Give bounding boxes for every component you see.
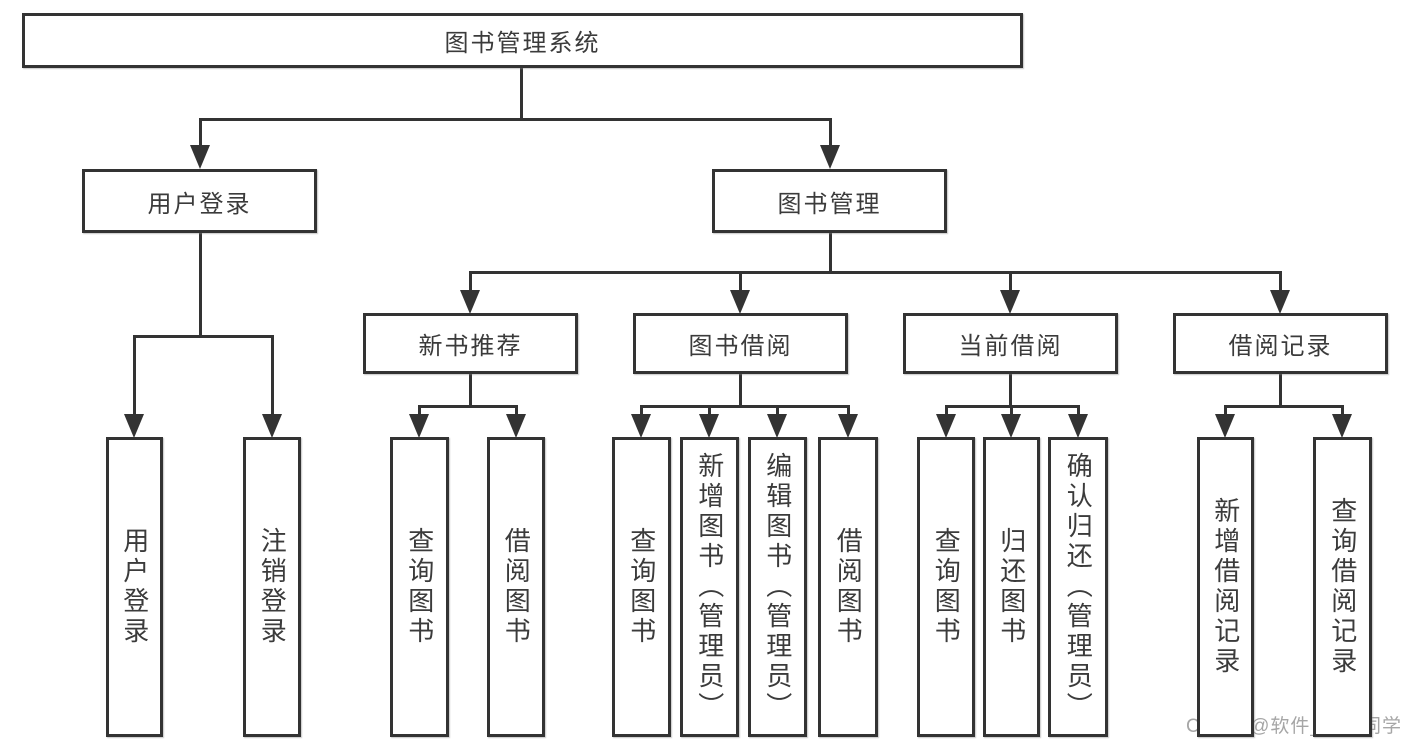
- arrowhead-icon: [1332, 414, 1352, 438]
- connector-line: [417, 405, 421, 415]
- node-borrowing-records: 借阅记录: [1173, 313, 1388, 374]
- connector-line: [1009, 405, 1013, 415]
- connector-line: [1340, 405, 1344, 415]
- connector-line: [1008, 374, 1012, 408]
- node-op-borrow-books-2: 借阅图书: [818, 437, 878, 737]
- connector-line: [944, 405, 948, 415]
- connector-line: [639, 405, 850, 408]
- connector-line: [1223, 405, 1227, 415]
- arrowhead-icon: [506, 414, 526, 438]
- connector-line: [132, 335, 136, 415]
- node-op-confirm-return: 确认归还（管理员）: [1048, 437, 1108, 737]
- arrowhead-icon: [409, 414, 429, 438]
- node-current-borrowing: 当前借阅: [903, 313, 1118, 374]
- arrowhead-icon: [699, 414, 719, 438]
- node-op-query-books-3: 查询图书: [917, 437, 975, 737]
- node-op-query-books-1: 查询图书: [390, 437, 449, 737]
- connector-line: [775, 405, 779, 415]
- connector-line: [417, 405, 518, 408]
- node-op-query-books-2: 查询图书: [612, 437, 671, 737]
- node-op-return-books: 归还图书: [983, 437, 1040, 737]
- node-book-borrowing: 图书借阅: [633, 313, 848, 374]
- arrowhead-icon: [1001, 414, 1021, 438]
- connector-line: [639, 405, 643, 415]
- connector-line: [1223, 405, 1344, 408]
- arrowhead-icon: [1215, 414, 1235, 438]
- node-book-management: 图书管理: [712, 169, 947, 233]
- node-op-query-borrow-record: 查询借阅记录: [1313, 437, 1372, 737]
- arrowhead-icon: [631, 414, 651, 438]
- node-op-add-borrow-record: 新增借阅记录: [1197, 437, 1254, 737]
- node-root: 图书管理系统: [22, 13, 1023, 68]
- node-op-borrow-books-1: 借阅图书: [487, 437, 545, 737]
- connector-line: [198, 118, 202, 146]
- connector-line: [132, 335, 274, 338]
- arrowhead-icon: [1270, 290, 1290, 314]
- arrowhead-icon: [1000, 290, 1020, 314]
- node-op-edit-books-admin: 编辑图书（管理员）: [748, 437, 807, 737]
- arrowhead-icon: [460, 290, 480, 314]
- connector-line: [1278, 374, 1282, 408]
- connector-line: [828, 118, 832, 146]
- connector-line: [270, 335, 274, 415]
- node-op-logout: 注销登录: [243, 437, 301, 737]
- node-new-book-recommend: 新书推荐: [363, 313, 578, 374]
- connector-line: [468, 271, 1282, 274]
- arrowhead-icon: [124, 414, 144, 438]
- connector-line: [707, 405, 711, 415]
- arrowhead-icon: [820, 145, 840, 169]
- node-user-login: 用户登录: [82, 169, 317, 233]
- connector-line: [468, 271, 472, 291]
- connector-line: [1076, 405, 1080, 415]
- arrowhead-icon: [730, 290, 750, 314]
- arrowhead-icon: [190, 145, 210, 169]
- connector-line: [738, 374, 742, 408]
- arrowhead-icon: [767, 414, 787, 438]
- connector-line: [846, 405, 850, 415]
- arrowhead-icon: [262, 414, 282, 438]
- node-op-user-login: 用户登录: [106, 437, 163, 737]
- connector-line: [514, 405, 518, 415]
- connector-line: [198, 233, 202, 338]
- connector-line: [738, 271, 742, 291]
- connector-line: [468, 374, 472, 408]
- connector-line: [828, 233, 832, 274]
- connector-line: [519, 68, 523, 121]
- connector-line: [1008, 271, 1012, 291]
- arrowhead-icon: [838, 414, 858, 438]
- node-op-add-books-admin: 新增图书（管理员）: [680, 437, 739, 737]
- connector-line: [1278, 271, 1282, 291]
- arrowhead-icon: [936, 414, 956, 438]
- connector-line: [198, 118, 832, 121]
- arrowhead-icon: [1068, 414, 1088, 438]
